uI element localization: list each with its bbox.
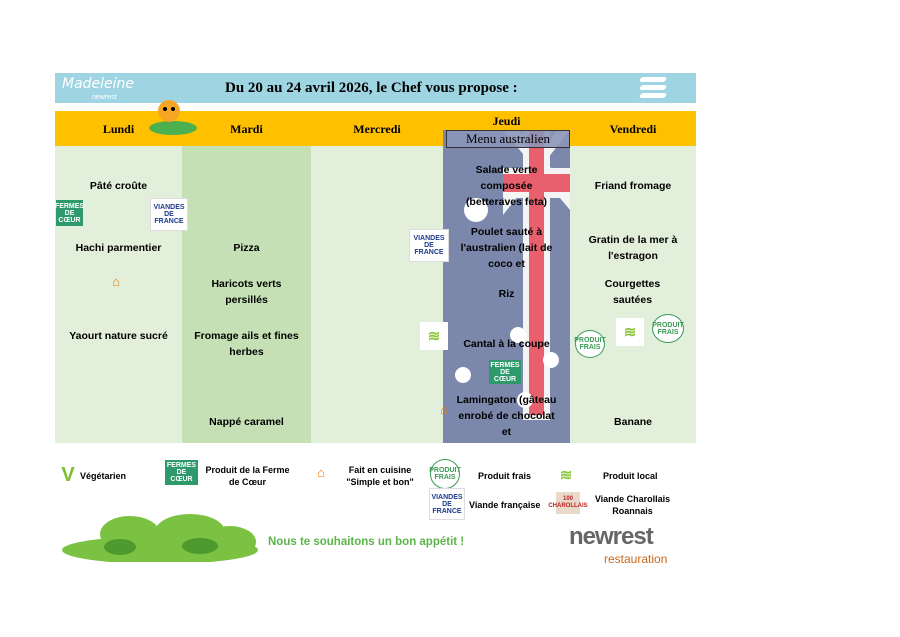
day-mercredi: Mercredi — [353, 122, 401, 136]
produit-local-icon: ≋ — [420, 322, 448, 350]
viandes-de-france-icon: VIANDES DE FRANCE — [429, 488, 465, 520]
col-mercredi — [311, 146, 443, 443]
dish: Banane — [614, 416, 652, 428]
flag-graphic — [443, 130, 570, 443]
legend-viande: Viande française — [469, 500, 541, 510]
newrest-logo-sub: restauration — [604, 552, 668, 566]
legend-frais: Produit frais — [478, 471, 532, 481]
house-icon: ⌂ — [317, 464, 325, 480]
footer-message: Nous te souhaitons un bon appétit ! — [268, 536, 465, 548]
produit-local-icon: ≋ — [616, 318, 644, 346]
vegetarian-icon: V — [61, 464, 75, 486]
brand-logo: Madeleine — [62, 76, 135, 92]
fermes-de-coeur-icon: FERMES DE CŒUR — [489, 360, 521, 384]
legend-local: Produit local — [603, 471, 658, 481]
viandes-de-france-icon: VIANDES DE FRANCE — [409, 229, 449, 262]
header-banner — [55, 73, 696, 103]
fermes-de-coeur-icon: FERMES DE CŒUR — [165, 460, 198, 485]
day-vendredi: Vendredi — [609, 122, 657, 136]
dish: Hachi parmentier — [75, 242, 162, 254]
legend-ferme: Produit de la Ferme de Cœur — [205, 465, 290, 487]
mascot-icon — [145, 95, 197, 137]
house-icon: ⌂ — [440, 401, 448, 417]
day-mardi: Mardi — [230, 122, 263, 136]
dish: Nappé caramel — [209, 416, 284, 428]
produit-frais-icon: PRODUIT FRAIS — [652, 314, 684, 343]
col-mardi — [182, 146, 311, 443]
dish: Gratin de la mer à l'estragon — [588, 234, 678, 262]
newrest-logo: newrest — [569, 523, 654, 550]
dish: Courgettes sautées — [604, 278, 661, 306]
day-lundi: Lundi — [102, 122, 135, 136]
produit-local-icon: ≋ — [555, 464, 577, 486]
page-title: Du 20 au 24 avril 2026, le Chef vous pro… — [225, 80, 518, 96]
charollais-icon: 100 CHAROLLAIS — [548, 492, 588, 514]
produit-frais-icon: PRODUIT FRAIS — [429, 459, 461, 489]
dish: Salade verte composée (betteraves feta) — [465, 164, 548, 208]
house-icon: ⌂ — [112, 273, 120, 289]
australian-flag — [443, 130, 570, 443]
dish: Pizza — [233, 242, 260, 254]
dish: Friand fromage — [594, 180, 672, 192]
fermes-de-coeur-icon: FERMES DE CŒUR — [55, 200, 84, 226]
legend-vege: Végétarien — [80, 471, 127, 481]
dish: Poulet sauté à l'australien (lait de coc… — [460, 226, 553, 270]
brand-sub: newrest — [92, 94, 117, 101]
leaves-decoration — [60, 512, 260, 564]
day-jeudi: Jeudi — [492, 114, 521, 128]
col-vendredi — [570, 146, 696, 443]
dish: Fromage ails et fines herbes — [194, 330, 299, 358]
dish: Pâté croûte — [89, 180, 148, 192]
dish: Haricots verts persillés — [211, 278, 282, 306]
stripes-logo-icon — [639, 74, 667, 102]
legend-charollais: Viande Charollais Roannais — [594, 494, 671, 516]
dish: Cantal à la coupe — [463, 338, 550, 350]
viandes-de-france-icon: VIANDES DE FRANCE — [150, 198, 188, 231]
legend-maison: Fait en cuisine "Simple et bon" — [346, 465, 414, 487]
col-lundi — [55, 146, 182, 443]
dish: Yaourt nature sucré — [69, 330, 168, 342]
dish: Riz — [498, 288, 515, 300]
theme-label: Menu australien — [446, 130, 570, 148]
produit-frais-icon: PRODUIT FRAIS — [574, 330, 606, 358]
dish: Lamingaton (gâteau enrobé de chocolat et — [456, 394, 557, 438]
